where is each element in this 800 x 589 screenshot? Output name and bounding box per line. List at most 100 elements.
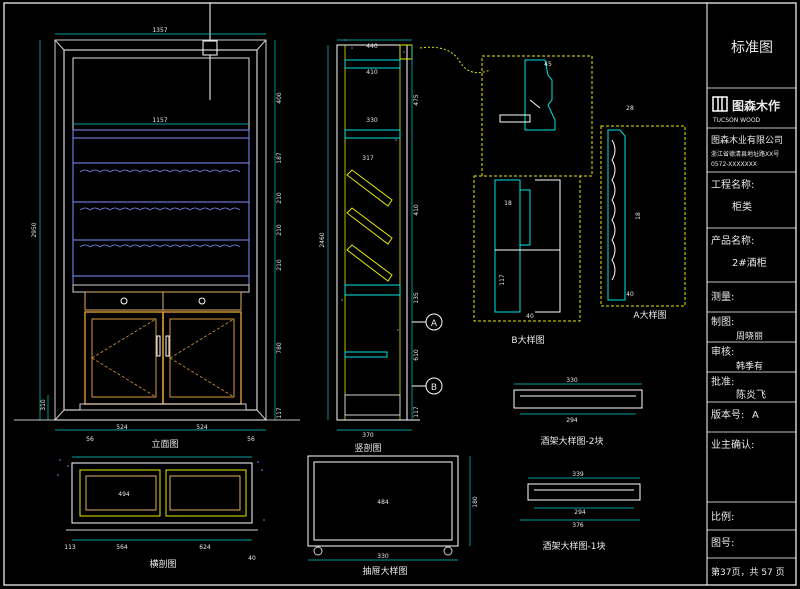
tb-checked-value: 韩季有 (736, 360, 763, 372)
dim-h-inner: 494 (118, 491, 130, 498)
marker-a-label: A (431, 319, 438, 329)
tb-drawn-value: 周晓丽 (736, 330, 763, 342)
dim-sec-r0: 475 (413, 94, 420, 106)
tb-approved-label: 批准: (711, 375, 734, 388)
dim-sec-r1: 410 (413, 204, 420, 216)
view-front: 立面图 (151, 438, 178, 450)
dim-bottom-b: 524 (116, 424, 128, 431)
dimension-text: 1357 1157 2950 310 56 524 524 56 400 187… (31, 27, 642, 562)
dim-b-3: 117 (499, 274, 506, 286)
view-horizontal: 横剖图 (149, 558, 176, 570)
dim-sec-top-0: 440 (366, 43, 378, 50)
tb-page-text: 第37页，共 57 页 (711, 566, 785, 578)
dim-bottom-a: 56 (86, 436, 94, 443)
front-dimensions (14, 33, 300, 431)
drawer-detail (307, 455, 471, 561)
dim-sec-r3: 610 (413, 349, 420, 361)
tucson-logo-icon (712, 96, 728, 112)
view-rack1: 酒架大样图-1块 (543, 540, 606, 552)
section-view (336, 44, 420, 421)
dim-b-1: 18 (504, 200, 512, 207)
dim-fr-2: 210 (276, 192, 283, 204)
view-a-detail: A大样图 (633, 309, 666, 321)
dim-fr-0: 400 (276, 92, 283, 104)
leader-curve (419, 46, 491, 74)
marker-b (412, 377, 443, 395)
dim-a-1: 40 (626, 291, 634, 298)
tb-phone: 0572-XXXXXXX (711, 161, 757, 168)
dim-sec-top-2: 330 (366, 117, 378, 124)
dim-fr-5: 780 (276, 342, 283, 354)
tb-version-value: A (752, 410, 759, 421)
dim-h-left1: 40 (248, 555, 256, 562)
tb-logo-text: 图森木作 (732, 98, 780, 113)
view-section: 竖剖图 (354, 442, 381, 454)
marker-a (412, 313, 443, 331)
dim-fr-3: 210 (276, 224, 283, 236)
dim-sec-height: 2460 (319, 232, 326, 247)
dim-drawer-h: 180 (472, 496, 479, 508)
dim-rack2-top: 330 (566, 377, 578, 384)
dim-fr-6: 117 (276, 407, 283, 419)
tb-owner-label: 业主确认: (711, 438, 754, 451)
tb-project-label: 工程名称: (711, 178, 754, 191)
dim-a-2: 18 (635, 212, 642, 220)
view-drawer: 抽屉大样图 (362, 565, 407, 577)
view-b-detail: B大样图 (511, 334, 544, 346)
tb-project-value: 柜类 (732, 200, 752, 213)
view-rack2: 酒架大样图-2块 (541, 435, 604, 447)
dim-h-b: 624 (199, 544, 211, 551)
tb-scale-label: 测量: (711, 290, 734, 303)
dim-a-0: 28 (626, 105, 634, 112)
dim-rack1-bot: 376 (572, 522, 584, 529)
rack-detail-1 (520, 477, 641, 521)
tb-drawn-label: 制图: (711, 315, 734, 328)
tb-company: 图森木业有限公司 (711, 134, 783, 146)
a-detail (600, 125, 686, 307)
hatch-dots (57, 39, 405, 521)
dim-drawer-w: 484 (377, 499, 389, 506)
dim-sec-r2: 135 (413, 292, 420, 304)
section-dimensions (327, 39, 413, 431)
tb-logo-sub: TUCSON WOOD (712, 117, 761, 124)
b-detail-top (481, 55, 593, 177)
dim-front-width: 1357 (152, 27, 167, 34)
dim-rack2-bot: 294 (566, 417, 578, 424)
b-detail (473, 175, 581, 322)
dim-fr-4: 210 (276, 259, 283, 271)
tb-address: 浙江省德清县地址路XX号 (711, 150, 779, 158)
dim-h-left0: 113 (64, 544, 76, 551)
tb-product-value: 2#酒柜 (732, 256, 767, 269)
tb-drawing-no-label: 图号: (711, 537, 734, 549)
dim-b-0: 45 (544, 61, 552, 68)
dim-bottom-c: 524 (196, 424, 208, 431)
horizontal-section (66, 456, 258, 541)
rack-detail-2 (513, 383, 643, 415)
dim-b-2: 40 (526, 313, 534, 320)
dim-drawer-total: 330 (377, 553, 389, 560)
dim-front-inner: 1157 (152, 117, 167, 124)
dim-fr-1: 187 (276, 152, 283, 164)
front-elevation (54, 3, 267, 421)
tb-checked-label: 审核: (711, 345, 734, 358)
tb-ratio-label: 比例: (711, 510, 734, 523)
dim-rack1-top: 339 (572, 471, 584, 478)
dim-front-height: 2950 (31, 222, 38, 237)
dim-front-base: 310 (40, 399, 47, 411)
title-block-text: 标准图 图森木作 TUCSON WOOD 图森木业有限公司 浙江省德清县地址路X… (711, 40, 785, 578)
dim-sec-top-3: 317 (362, 155, 374, 162)
drawing-border (3, 2, 797, 586)
dim-sec-width: 370 (362, 432, 374, 439)
dim-sec-top-1: 410 (366, 69, 378, 76)
dim-sec-r4: 117 (413, 406, 420, 418)
dim-rack1-mid: 294 (574, 509, 586, 516)
dim-bottom-d: 56 (247, 436, 255, 443)
dim-h-a: 564 (116, 544, 128, 551)
tb-product-label: 产品名称: (711, 234, 754, 247)
tb-heading: 标准图 (731, 40, 773, 56)
tb-version-label: 版本号: (711, 408, 744, 421)
tb-approved-value: 陈炎飞 (736, 388, 766, 401)
marker-b-label: B (431, 383, 437, 393)
view-labels: 立面图 竖剖图 B大样图 A大样图 酒架大样图-2块 酒架大样图-1块 横剖图 … (149, 309, 666, 577)
